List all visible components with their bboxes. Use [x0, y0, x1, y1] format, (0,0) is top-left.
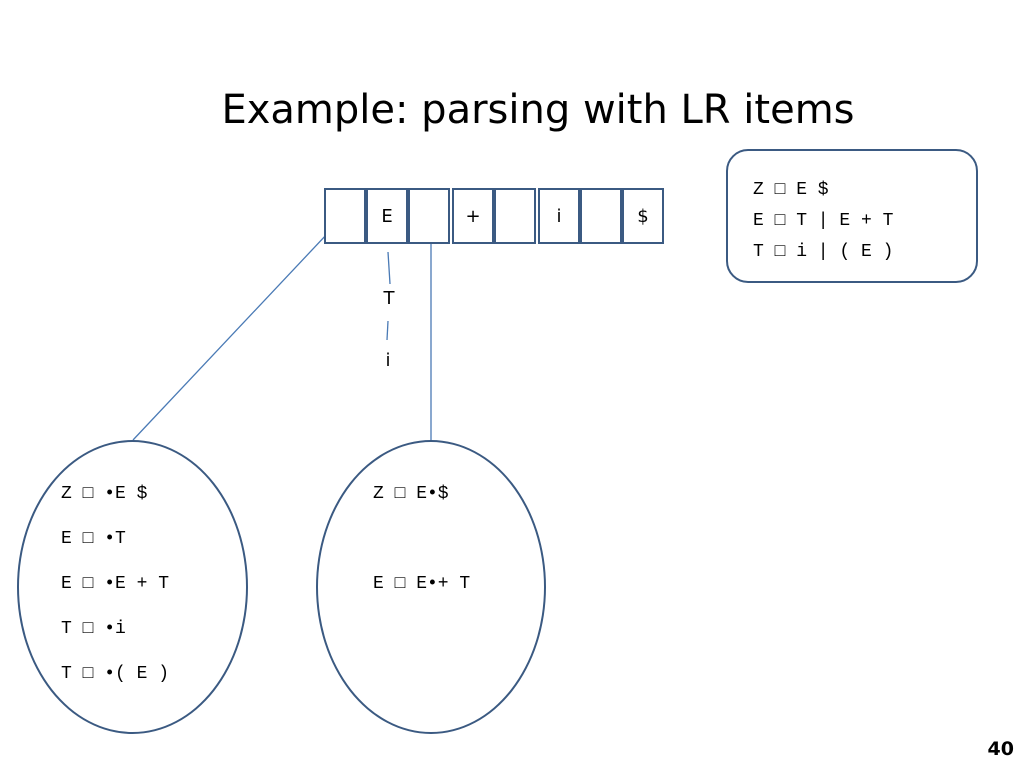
slide-title: Example: parsing with LR items [221, 87, 855, 133]
grammar-rule: T □ i | ( E ) [753, 242, 894, 262]
lr-item: Z □ E•$ [373, 484, 449, 504]
tape-cell: E [366, 188, 408, 244]
lr-item: T □ •i [61, 619, 126, 639]
parse-tree-node: i [385, 350, 391, 371]
tape-cell [324, 188, 366, 244]
arrow-item-set-1-to-cell-1 [132, 216, 344, 441]
tape-cell [408, 188, 450, 244]
lr-item: E □ •E + T [61, 574, 170, 594]
item-set-ellipse [316, 440, 546, 734]
lr-item: E □ E•+ T [373, 574, 471, 594]
grammar-rule: Z □ E $ [753, 180, 829, 200]
tree-edge-t-to-i [386, 320, 389, 341]
tape-cell [580, 188, 622, 244]
tree-edge-e-to-t [387, 251, 391, 285]
slide-number: 40 [987, 738, 1014, 760]
grammar-box: Z □ E $ E □ T | E + T T □ i | ( E ) [726, 149, 978, 283]
lr-item: Z □ •E $ [61, 484, 148, 504]
tape-cell: $ [622, 188, 664, 244]
tape-cell [494, 188, 536, 244]
lr-item: T □ •( E ) [61, 664, 170, 684]
tape-cell: + [452, 188, 494, 244]
item-set-ellipse [17, 440, 248, 734]
lr-item: E □ •T [61, 529, 126, 549]
parse-tree-node: T [383, 288, 395, 309]
tape-cell: i [538, 188, 580, 244]
grammar-rule: E □ T | E + T [753, 211, 894, 231]
